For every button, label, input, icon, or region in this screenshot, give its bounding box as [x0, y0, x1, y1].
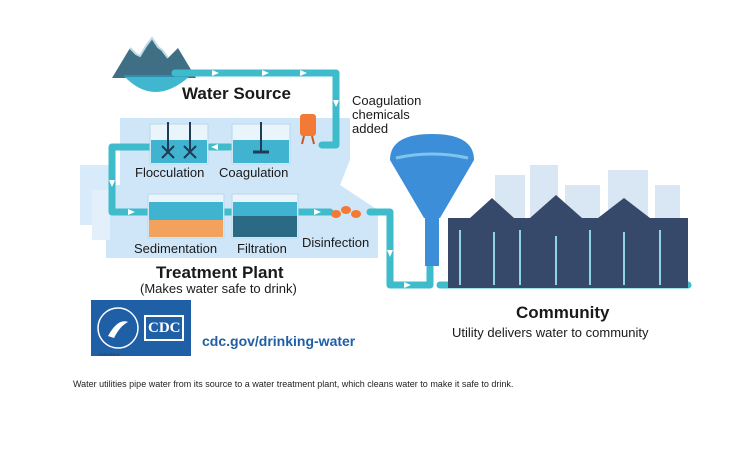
coagulation-chemicals-label: Coagulation chemicals added: [352, 94, 421, 136]
hhs-seal: [91, 300, 191, 356]
mountain-water-source: [112, 36, 196, 92]
sedimentation-label: Sedimentation: [134, 241, 218, 256]
water-tower: [390, 134, 474, 266]
community-title: Community: [516, 303, 610, 322]
disinfection-label: Disinfection: [302, 235, 370, 250]
treatment-plant-title: Treatment Plant: [156, 263, 284, 282]
filtration-tank: [231, 193, 299, 239]
disinfection-capsules: [331, 206, 361, 218]
water-source-label: Water Source: [182, 84, 291, 103]
cdc-url-link[interactable]: cdc.gov/drinking-water: [202, 333, 356, 349]
cdc-logo-text: CDC: [148, 320, 181, 336]
coagulation-label: Coagulation: [219, 165, 289, 180]
flocculation-label: Flocculation: [135, 165, 205, 180]
logo-code: CS314667A: [98, 352, 120, 357]
flocculation-tank: [149, 122, 209, 165]
treatment-plant-subtitle: (Makes water safe to drink): [140, 281, 297, 296]
coagulation-chemicals-line-2: chemicals: [352, 107, 410, 122]
sedimentation-tank: [147, 193, 225, 239]
figure-caption: Water utilities pipe water from its sour…: [73, 379, 514, 389]
coagulation-chemicals-line-3: added: [352, 121, 389, 136]
coagulation-tank: [231, 122, 291, 165]
chemical-tank: [300, 114, 316, 145]
community-subtitle: Utility delivers water to community: [452, 325, 649, 340]
filtration-label: Filtration: [237, 241, 287, 256]
house-pipes: [459, 230, 661, 285]
community-houses: [448, 195, 688, 288]
coagulation-chemicals-line-1: Coagulation: [352, 93, 422, 108]
